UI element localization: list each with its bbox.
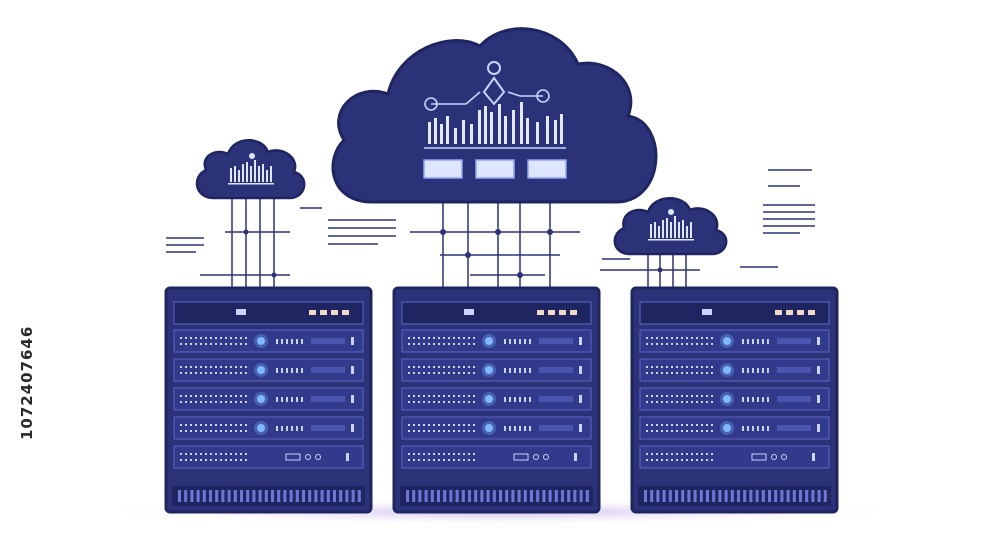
cloud-large: [331, 27, 658, 204]
server-rack-center: [392, 286, 601, 514]
server-unit: [639, 387, 830, 411]
connector-dots: [243, 229, 663, 278]
server-unit: [173, 416, 364, 440]
server-unit: [639, 329, 830, 353]
server-rack-right: [630, 286, 839, 514]
network-chart-icon: [228, 153, 274, 185]
server-unit: [173, 358, 364, 382]
stock-image-id: 1072407646: [18, 325, 36, 440]
server-unit: [639, 445, 830, 469]
rack-vent-grille: [172, 486, 365, 506]
data-text-lines: [166, 169, 815, 268]
rack-top-panel: [401, 301, 592, 325]
server-unit: [173, 387, 364, 411]
rack-top-panel: [173, 301, 364, 325]
server-unit: [401, 358, 592, 382]
server-unit: [639, 416, 830, 440]
rack-vent-grille: [638, 486, 831, 506]
network-chart-icon: [648, 209, 694, 241]
server-unit: [173, 445, 364, 469]
rack-vent-grille: [400, 486, 593, 506]
server-unit: [401, 387, 592, 411]
server-unit: [401, 416, 592, 440]
cloud-small-left: [195, 139, 306, 200]
rack-top-panel: [639, 301, 830, 325]
server-unit: [173, 329, 364, 353]
server-unit: [401, 329, 592, 353]
network-chart-icon: [423, 61, 567, 179]
server-unit: [401, 445, 592, 469]
cloud-small-right: [613, 197, 728, 256]
server-rack-left: [164, 286, 373, 514]
server-unit: [639, 358, 830, 382]
